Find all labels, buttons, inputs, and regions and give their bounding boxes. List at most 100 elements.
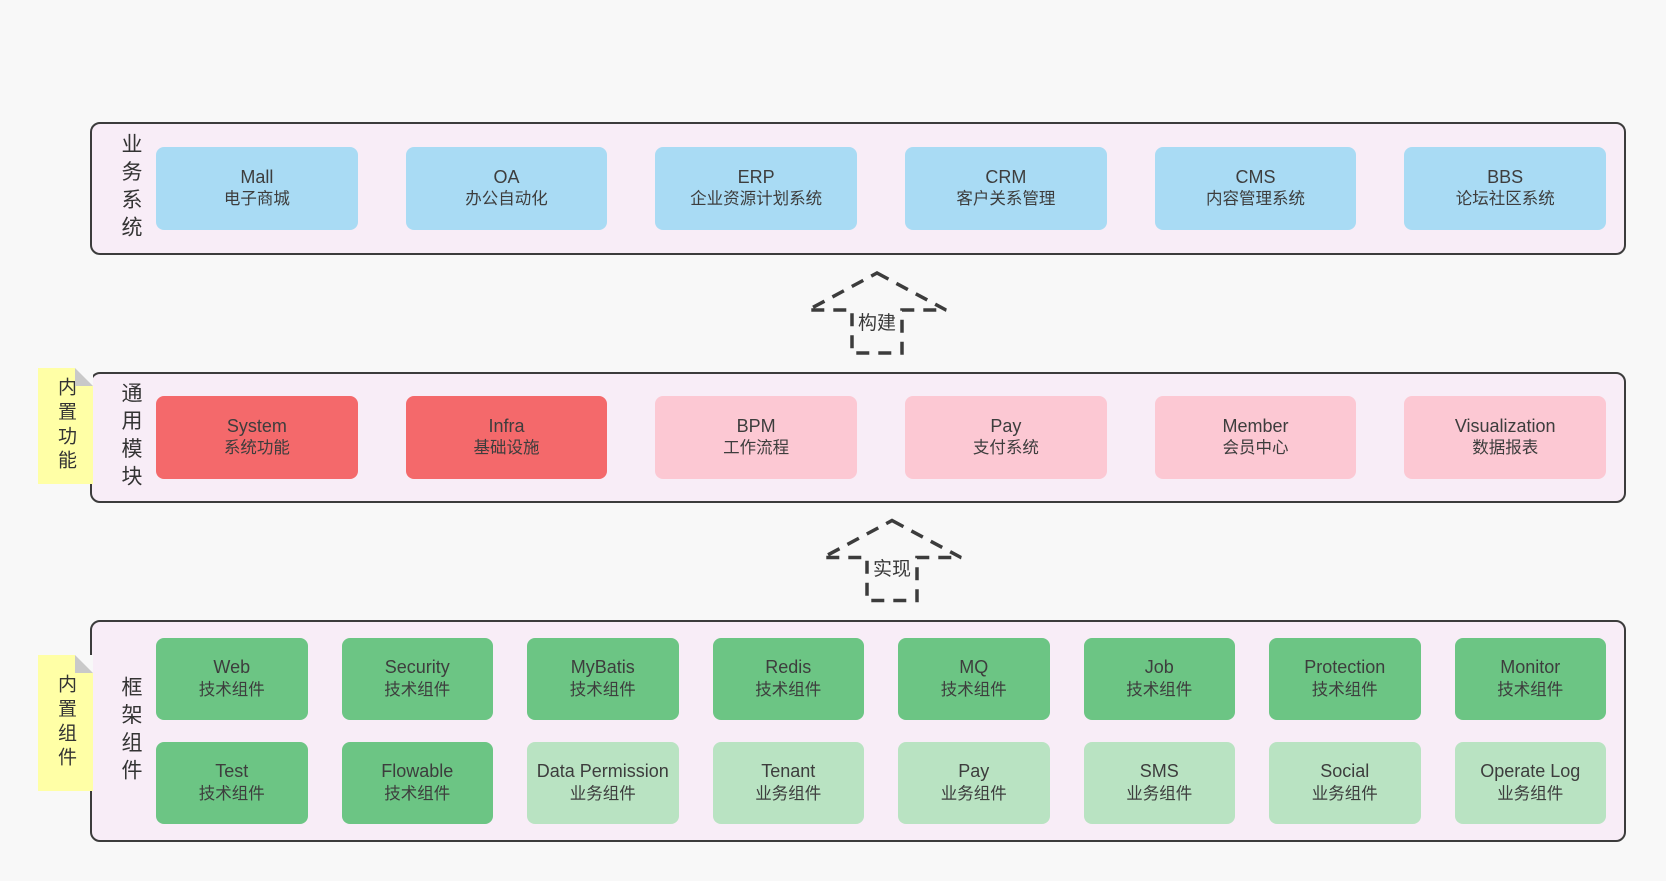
- box-pay-module: Pay 支付系统: [905, 396, 1107, 479]
- box-test-name: Test: [215, 761, 249, 782]
- box-operate-log-subtitle: 业务组件: [1497, 784, 1564, 803]
- box-system-name: System: [226, 415, 287, 436]
- box-web-subtitle: 技术组件: [198, 680, 265, 699]
- box-bpm-subtitle: 工作流程: [723, 439, 790, 458]
- box-redis: Redis 技术组件: [712, 638, 864, 720]
- box-data-permission: Data Permission 业务组件: [527, 742, 679, 824]
- box-bbs-name: BBS: [1487, 166, 1524, 187]
- box-job: Job 技术组件: [1083, 638, 1235, 720]
- box-mall-name: Mall: [240, 166, 274, 187]
- box-oa-name: OA: [493, 166, 520, 187]
- band-business-systems-label: 业务系统: [119, 133, 142, 244]
- box-erp: ERP 企业资源计划系统: [655, 147, 858, 230]
- box-data-permission-subtitle: 业务组件: [569, 784, 636, 803]
- box-cms: CMS 内容管理系统: [1154, 147, 1357, 230]
- band-business-systems-content: Mall 电子商城 OA 办公自动化 ERP 企业资源计划系统 CRM 客户关系…: [156, 124, 1624, 253]
- sticky-note-built-in-functions: 内置功能: [38, 368, 93, 484]
- box-test: Test 技术组件: [156, 742, 308, 824]
- band-framework-components-content: Web 技术组件 Security 技术组件 MyBatis 技术组件 Redi…: [156, 622, 1624, 840]
- implement-arrow-label: 实现: [868, 552, 916, 583]
- box-cms-subtitle: 内容管理系统: [1206, 190, 1306, 209]
- box-job-name: Job: [1144, 657, 1174, 678]
- box-mybatis-subtitle: 技术组件: [569, 680, 636, 699]
- box-security-subtitle: 技术组件: [384, 680, 451, 699]
- box-mall: Mall 电子商城: [156, 147, 358, 230]
- box-cms-name: CMS: [1235, 166, 1276, 187]
- band-framework-components: 框架组件 Web 技术组件 Security 技术组件 MyBatis 技术组件…: [90, 620, 1626, 842]
- box-operate-log: Operate Log 业务组件: [1454, 742, 1606, 824]
- box-crm: CRM 客户关系管理: [905, 147, 1107, 230]
- box-test-subtitle: 技术组件: [198, 784, 265, 803]
- framework-row-2: Test 技术组件 Flowable 技术组件 Data Permission …: [156, 742, 1606, 824]
- box-social-subtitle: 业务组件: [1311, 784, 1378, 803]
- box-protection-subtitle: 技术组件: [1311, 680, 1378, 699]
- box-member-name: Member: [1222, 415, 1289, 436]
- box-sms-name: SMS: [1139, 761, 1179, 782]
- box-data-permission-name: Data Permission: [536, 761, 669, 782]
- box-bbs: BBS 论坛社区系统: [1404, 147, 1607, 230]
- box-erp-name: ERP: [737, 166, 775, 187]
- framework-row-1: Web 技术组件 Security 技术组件 MyBatis 技术组件 Redi…: [156, 638, 1606, 720]
- box-flowable-name: Flowable: [381, 761, 454, 782]
- box-redis-name: Redis: [765, 657, 812, 678]
- implement-arrow: 实现: [820, 516, 964, 605]
- box-member-subtitle: 会员中心: [1222, 439, 1289, 458]
- box-web: Web 技术组件: [156, 638, 308, 720]
- box-pay-component-subtitle: 业务组件: [940, 784, 1007, 803]
- box-protection: Protection 技术组件: [1269, 638, 1421, 720]
- box-tenant-name: Tenant: [761, 761, 816, 782]
- box-bpm: BPM 工作流程: [655, 396, 858, 479]
- box-social-name: Social: [1320, 761, 1370, 782]
- box-sms: SMS 业务组件: [1083, 742, 1235, 824]
- box-visualization-name: Visualization: [1454, 415, 1556, 436]
- box-bpm-name: BPM: [736, 415, 776, 436]
- build-arrow-label: 构建: [853, 306, 901, 337]
- box-mq: MQ 技术组件: [898, 638, 1050, 720]
- box-system: System 系统功能: [156, 396, 358, 479]
- band-common-modules: 通用模块 System 系统功能 Infra 基础设施 BPM 工作流程 Pay…: [90, 372, 1626, 503]
- box-visualization: Visualization 数据报表: [1404, 396, 1607, 479]
- box-pay-component: Pay 业务组件: [898, 742, 1050, 824]
- box-social: Social 业务组件: [1269, 742, 1421, 824]
- box-security: Security 技术组件: [341, 638, 493, 720]
- band-common-modules-label: 通用模块: [119, 382, 142, 493]
- box-sms-subtitle: 业务组件: [1126, 784, 1193, 803]
- box-mybatis: MyBatis 技术组件: [527, 638, 679, 720]
- box-tenant-subtitle: 业务组件: [755, 784, 822, 803]
- box-protection-name: Protection: [1304, 657, 1386, 678]
- box-web-name: Web: [213, 657, 251, 678]
- box-tenant: Tenant 业务组件: [712, 742, 864, 824]
- box-pay-module-name: Pay: [990, 415, 1022, 436]
- box-infra: Infra 基础设施: [405, 396, 608, 479]
- box-member: Member 会员中心: [1154, 396, 1357, 479]
- build-arrow: 构建: [805, 270, 949, 356]
- box-crm-subtitle: 客户关系管理: [956, 190, 1056, 209]
- box-oa: OA 办公自动化: [405, 147, 608, 230]
- box-security-name: Security: [384, 657, 450, 678]
- box-mybatis-name: MyBatis: [570, 657, 635, 678]
- box-mq-name: MQ: [959, 657, 989, 678]
- box-mall-subtitle: 电子商城: [223, 190, 290, 209]
- box-erp-subtitle: 企业资源计划系统: [690, 190, 823, 209]
- box-flowable-subtitle: 技术组件: [384, 784, 451, 803]
- box-visualization-subtitle: 数据报表: [1472, 439, 1539, 458]
- box-monitor: Monitor 技术组件: [1454, 638, 1606, 720]
- box-monitor-subtitle: 技术组件: [1497, 680, 1564, 699]
- band-framework-components-label: 框架组件: [119, 675, 142, 787]
- band-business-systems: 业务系统 Mall 电子商城 OA 办公自动化 ERP 企业资源计划系统 CRM…: [90, 122, 1626, 255]
- box-pay-component-name: Pay: [958, 761, 990, 782]
- box-monitor-name: Monitor: [1500, 657, 1561, 678]
- box-infra-name: Infra: [488, 415, 525, 436]
- box-infra-subtitle: 基础设施: [473, 439, 540, 458]
- box-pay-module-subtitle: 支付系统: [972, 439, 1039, 458]
- box-redis-subtitle: 技术组件: [755, 680, 822, 699]
- box-system-subtitle: 系统功能: [223, 439, 290, 458]
- box-job-subtitle: 技术组件: [1126, 680, 1193, 699]
- sticky-note-built-in-components: 内置组件: [38, 655, 93, 791]
- band-common-modules-content: System 系统功能 Infra 基础设施 BPM 工作流程 Pay 支付系统…: [156, 374, 1624, 501]
- box-mq-subtitle: 技术组件: [940, 680, 1007, 699]
- box-oa-subtitle: 办公自动化: [465, 190, 548, 209]
- box-flowable: Flowable 技术组件: [341, 742, 493, 824]
- box-operate-log-name: Operate Log: [1480, 761, 1581, 782]
